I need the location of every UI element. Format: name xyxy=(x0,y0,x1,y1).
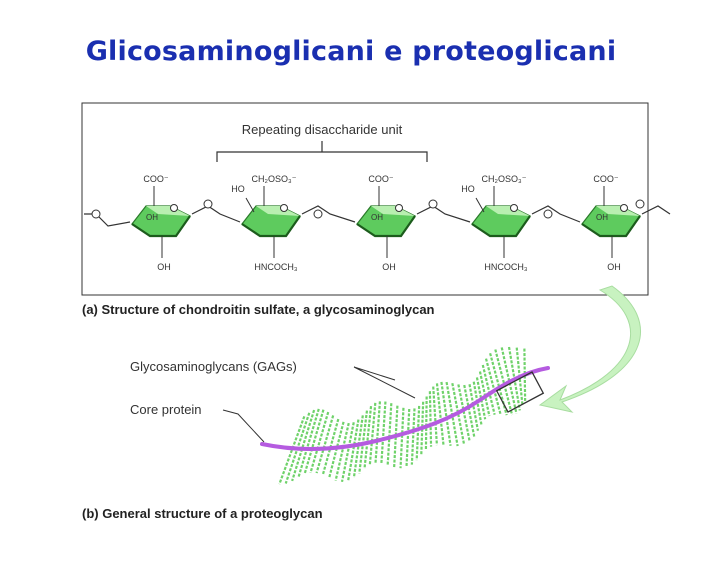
acetamido-group: HNCOCH₃ xyxy=(254,262,297,272)
ring-front-edge xyxy=(581,215,641,238)
gag-chain xyxy=(424,396,428,451)
glycosidic-links xyxy=(84,205,671,227)
gag-chain xyxy=(494,349,514,416)
caption-a: (a) Structure of chondroitin sulfate, a … xyxy=(82,302,435,317)
ring-top-face xyxy=(371,206,415,216)
oxygen-link xyxy=(428,199,438,209)
gag-label: Glycosaminoglycans (GAGs) xyxy=(130,359,297,374)
gag-chain xyxy=(303,409,325,475)
caption-b: (b) General structure of a proteoglycan xyxy=(82,506,323,521)
ring-oxygen xyxy=(395,204,403,212)
oxygen-link xyxy=(543,209,553,219)
gag-chain xyxy=(393,405,399,468)
sulfate-group: CH₂OSO₃⁻ xyxy=(482,174,527,184)
bond xyxy=(475,197,485,213)
highlight-box xyxy=(495,371,545,413)
gag-chain xyxy=(415,405,421,461)
chondroitin-chain: COO⁻ OH OH CH₂OSO₃⁻ HO HNCOCH₃ COO⁻ OH OH CH₂OSO₃… xyxy=(84,174,671,272)
ring-top-face xyxy=(596,206,640,216)
gag-bristles xyxy=(278,346,527,485)
hydroxyl-group: OH xyxy=(607,262,621,272)
ring-top-face xyxy=(146,206,190,216)
gag-chain xyxy=(334,422,350,481)
oxygen-link xyxy=(203,199,213,209)
carboxylate-group: COO⁻ xyxy=(593,174,619,184)
gag-leader-lines xyxy=(353,366,416,399)
oxygen-link xyxy=(91,209,101,219)
slide-title: Glicosaminoglicani e proteoglicani xyxy=(85,36,617,67)
ring-oxygen xyxy=(170,204,178,212)
gag-chain xyxy=(347,419,360,482)
gag-chain xyxy=(399,407,405,469)
gag-chain xyxy=(435,383,445,446)
gag-chain xyxy=(363,406,373,469)
carboxylate-group: COO⁻ xyxy=(143,174,169,184)
oxygen-link xyxy=(313,209,323,219)
gag-chain xyxy=(432,386,439,446)
panel-a-frame xyxy=(81,102,649,296)
gag-chain xyxy=(428,391,433,447)
acetamido-group: HNCOCH₃ xyxy=(484,262,527,272)
gag-chain xyxy=(405,408,411,468)
ring-front-edge xyxy=(356,215,416,238)
ring-oxygen xyxy=(510,204,518,212)
ring-front-edge xyxy=(471,215,531,238)
gag-chain xyxy=(340,422,355,483)
gag-chain xyxy=(380,401,387,464)
gag-chain xyxy=(315,415,335,474)
ring-top-face xyxy=(486,206,530,216)
gag-chain xyxy=(309,411,330,474)
gag-chain xyxy=(410,408,416,465)
gag-chain xyxy=(475,377,487,420)
gag-chain xyxy=(468,384,480,431)
repeating-unit-bracket xyxy=(216,141,428,162)
gag-chain xyxy=(386,403,393,466)
gag-chain xyxy=(368,402,377,466)
gag-chain xyxy=(484,358,502,415)
gag-chain xyxy=(489,352,508,416)
hydroxyl-group: OH xyxy=(146,213,158,222)
gag-chain xyxy=(297,408,320,478)
hydroxyl-group: OH xyxy=(371,213,383,222)
ring-front-edge xyxy=(241,215,301,238)
hydroxyl-group: OH xyxy=(596,213,608,222)
gag-chain xyxy=(451,382,466,446)
gag-chain xyxy=(374,401,382,464)
gag-chain xyxy=(328,421,345,479)
zoom-arrow xyxy=(538,285,641,413)
hydroxyl-group: HO xyxy=(231,184,245,194)
bond xyxy=(245,197,255,213)
core-leader-line xyxy=(222,409,265,443)
carboxylate-group: COO⁻ xyxy=(368,174,394,184)
ring-oxygen xyxy=(280,204,288,212)
sulfate-group: CH₂OSO₃⁻ xyxy=(252,174,297,184)
ring-top-face xyxy=(256,206,300,216)
ring-oxygen xyxy=(620,204,628,212)
gag-chain xyxy=(291,409,316,482)
gag-chain xyxy=(472,381,483,425)
hydroxyl-group: HO xyxy=(461,184,475,194)
repeating-unit-label: Repeating disaccharide unit xyxy=(242,122,403,137)
gag-chain xyxy=(478,371,491,417)
hydroxyl-group: OH xyxy=(157,262,171,272)
ring-front-edge xyxy=(131,215,191,238)
gag-chain xyxy=(440,381,452,446)
hydroxyl-group: OH xyxy=(382,262,396,272)
core-protein-strand xyxy=(260,366,550,451)
oxygen-link xyxy=(635,199,645,209)
gag-chain xyxy=(481,364,496,415)
core-protein-label: Core protein xyxy=(130,402,202,417)
gag-chain xyxy=(457,384,471,442)
